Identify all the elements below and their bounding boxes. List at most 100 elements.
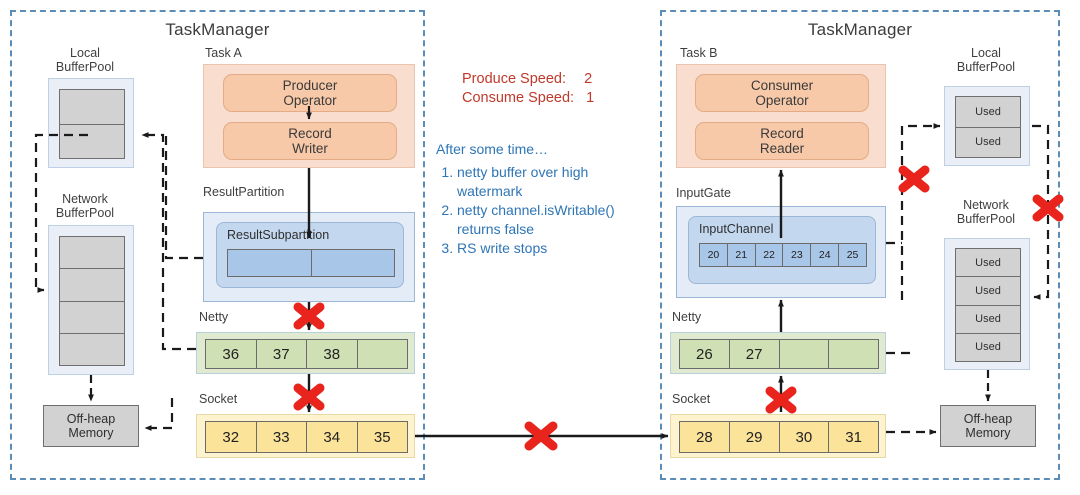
socket-cell: 31: [845, 428, 862, 446]
left-network-bufferpool-label-line1: Network: [62, 192, 108, 206]
speed-block: Produce Speed: 2 Consume Speed: 1: [462, 70, 594, 108]
buffer-cell: Used: [956, 97, 1020, 128]
socket-cell: 28: [680, 422, 730, 452]
input-channel-label: InputChannel: [699, 222, 774, 236]
record-writer-line2: Writer: [292, 141, 328, 156]
right-task-label: Task B: [680, 46, 718, 60]
netty-cell: 38: [307, 340, 358, 368]
socket-cell: 30: [780, 422, 830, 452]
result-partition-label: ResultPartition: [203, 185, 285, 199]
buffer-cell: [60, 334, 124, 365]
record-reader: Record Reader: [695, 122, 869, 160]
socket-cell: 33: [257, 422, 307, 452]
result-subpartition-label: ResultSubpartition: [227, 228, 330, 242]
consume-speed-value: 1: [586, 90, 595, 106]
socket-cell: 34: [307, 422, 358, 452]
right-local-bufferpool-cells: Used Used: [955, 96, 1021, 158]
netty-cell: 36: [206, 340, 257, 368]
left-offheap-line2: Memory: [68, 426, 114, 440]
left-socket-cells: 32 33 34 35: [205, 421, 408, 453]
note-item: netty channel.isWritable() returns false: [457, 201, 641, 239]
left-local-bufferpool: [48, 78, 134, 168]
produce-speed-row: Produce Speed: 2: [462, 70, 594, 89]
input-channel-cell: 24: [811, 244, 840, 266]
note-item: RS write stops: [457, 239, 641, 258]
consume-speed-row: Consume Speed: 1: [462, 89, 594, 108]
buffer-cell: [60, 125, 124, 159]
right-socket-box: 28 29 30 31: [670, 414, 886, 458]
subpartition-cell: [228, 250, 312, 276]
netty-cell: 26: [680, 340, 730, 368]
right-offheap-memory: Off-heap Memory: [940, 405, 1036, 447]
right-local-bufferpool-label: Local BufferPool: [930, 46, 1042, 74]
right-task-b-box: Consumer Operator Record Reader: [676, 64, 886, 168]
buffer-cell: Used: [956, 306, 1020, 334]
consumer-operator-line1: Consumer: [750, 78, 814, 93]
input-channel-cell: 21: [728, 244, 756, 266]
buffer-cell: [60, 302, 124, 334]
right-network-bufferpool-label-line1: Network: [963, 198, 1009, 212]
input-gate-label: InputGate: [676, 186, 731, 200]
result-partition-box: ResultSubpartition: [203, 212, 415, 302]
left-netty-cells: 36 37 38: [205, 339, 408, 369]
left-netty-label: Netty: [199, 310, 229, 324]
buffer-cell: Used: [956, 249, 1020, 278]
note-item: netty buffer over high watermark: [457, 163, 641, 201]
buffer-cell: [60, 269, 124, 302]
producer-operator-line1: Producer: [282, 78, 338, 93]
left-network-bufferpool: [48, 225, 134, 375]
buffer-cell: Used: [975, 341, 1001, 354]
left-local-bufferpool-label-line1: Local: [70, 46, 100, 60]
left-local-bufferpool-label-line2: BufferPool: [55, 60, 115, 74]
produce-speed-label: Produce Speed:: [462, 71, 566, 87]
left-local-bufferpool-cells: [59, 89, 125, 159]
subpartition-cell: [312, 250, 395, 276]
record-writer: Record Writer: [223, 122, 397, 160]
record-writer-line1: Record: [288, 126, 332, 141]
netty-cell: 27: [730, 340, 780, 368]
input-channel-cell: 20: [700, 244, 728, 266]
consume-speed-label: Consume Speed:: [462, 90, 575, 106]
buffer-cell: [60, 237, 124, 270]
socket-cell: 35: [373, 428, 391, 446]
notes-header: After some time…: [436, 141, 549, 157]
buffer-cell: Used: [975, 136, 1001, 149]
right-offheap-line2: Memory: [965, 426, 1011, 440]
input-channel-cells: 20 21 22 23 24 25: [699, 243, 867, 267]
left-network-bufferpool-label: Network BufferPool: [28, 192, 142, 220]
right-netty-box: 26 27: [670, 332, 886, 374]
consumer-operator: Consumer Operator: [695, 74, 869, 112]
right-socket-label: Socket: [672, 392, 711, 406]
right-network-bufferpool-cells: Used Used Used Used: [955, 248, 1021, 362]
right-taskmanager-title: TaskManager: [807, 20, 913, 39]
input-channel-cell: 23: [783, 244, 812, 266]
left-socket-label: Socket: [199, 392, 238, 406]
buffer-cell: [60, 90, 124, 125]
left-taskmanager-title: TaskManager: [165, 20, 270, 39]
right-local-bufferpool: Used Used: [944, 86, 1030, 166]
left-offheap-line1: Off-heap: [66, 412, 116, 426]
input-gate-box: InputChannel 20 21 22 23 24 25: [676, 206, 886, 298]
socket-cell: 29: [730, 422, 780, 452]
input-channel-box: InputChannel 20 21 22 23 24 25: [688, 216, 876, 284]
right-local-bufferpool-label-line2: BufferPool: [956, 60, 1016, 74]
buffer-cell: Used: [956, 277, 1020, 306]
socket-cell: 32: [206, 422, 257, 452]
consumer-operator-line2: Operator: [755, 93, 809, 108]
result-subpartition-box: ResultSubpartition: [216, 222, 404, 288]
record-reader-line2: Reader: [759, 141, 805, 156]
block-marker-network-transfer: [524, 421, 558, 451]
netty-cell: [780, 340, 830, 368]
left-network-bufferpool-cells: [59, 236, 125, 366]
producer-operator-line2: Operator: [283, 93, 337, 108]
right-local-bufferpool-label-line1: Local: [971, 46, 1001, 60]
left-local-bufferpool-label: Local BufferPool: [30, 46, 140, 74]
right-network-bufferpool-label: Network BufferPool: [930, 198, 1042, 226]
input-channel-cell: 22: [756, 244, 784, 266]
input-channel-cell: 25: [846, 249, 859, 261]
record-reader-line1: Record: [760, 126, 804, 141]
producer-operator: Producer Operator: [223, 74, 397, 112]
left-task-label: Task A: [205, 46, 242, 60]
right-netty-cells: 26 27: [679, 339, 879, 369]
